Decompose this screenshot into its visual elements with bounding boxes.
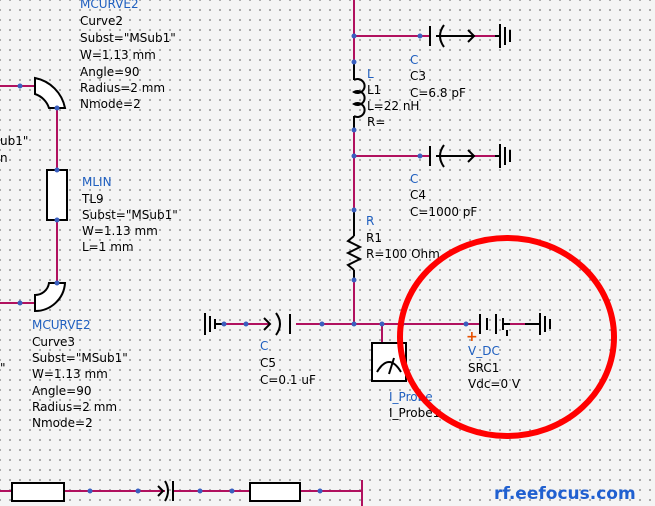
- curve2-width-label: W=1.13 mm: [80, 48, 156, 62]
- r1-value-label: R=100 Ohm: [366, 247, 440, 261]
- pin-markers: [17, 33, 469, 494]
- curve3-name-label: Curve3: [32, 335, 75, 349]
- c4-value-label: C=1000 pF: [410, 205, 477, 219]
- source-plus-sign: +: [466, 329, 478, 345]
- curve2-angle-label: Angle=90: [80, 65, 139, 79]
- left-fragment-top: ub1": [0, 134, 28, 148]
- c5-type-label: C: [260, 339, 268, 353]
- c4-name-label: C4: [410, 188, 426, 202]
- probe-name-label: I_Probe1: [389, 406, 440, 420]
- c3-type-label: C: [410, 53, 418, 67]
- dc-source-src1[interactable]: [479, 314, 510, 334]
- ground-c5: [204, 313, 224, 335]
- capacitor-c3[interactable]: [429, 24, 476, 48]
- highlight-circle: [397, 235, 617, 439]
- curve3-nmode-label: Nmode=2: [32, 416, 93, 430]
- tl9-type-label: MLIN: [82, 175, 112, 189]
- curve2-nmode-label: Nmode=2: [80, 97, 141, 111]
- curve-bend-top[interactable]: [34, 76, 67, 109]
- curve3-radius-label: Radius=2 mm: [32, 400, 117, 414]
- c5-name-label: C5: [260, 356, 276, 370]
- resistor-r1[interactable]: [345, 210, 363, 280]
- l1-resistance-label: R=: [367, 115, 385, 129]
- tl9-name-label: TL9: [81, 192, 104, 206]
- inductor-l1[interactable]: [352, 62, 366, 130]
- microstrip-bottom-1[interactable]: [11, 482, 65, 502]
- left-fragment-low: ": [0, 361, 6, 375]
- curve2-radius-label: Radius=2 mm: [80, 81, 165, 95]
- ground-src1: [506, 313, 551, 336]
- curve2-subst-label: Subst="MSub1": [80, 31, 176, 45]
- l1-name-label: L1: [367, 83, 381, 97]
- microstrip-line-tl9[interactable]: [46, 169, 68, 221]
- curve3-width-label: W=1.13 mm: [32, 367, 108, 381]
- c5-value-label: C=0.1 uF: [260, 373, 316, 387]
- r1-type-label: R: [366, 214, 374, 228]
- curve3-subst-label: Subst="MSub1": [32, 351, 128, 365]
- curve-bend-bottom[interactable]: [34, 282, 67, 313]
- tl9-subst-label: Subst="MSub1": [82, 208, 178, 222]
- ground-c4: [495, 144, 511, 168]
- capacitor-bottom[interactable]: [157, 480, 174, 502]
- ground-c3: [495, 24, 511, 48]
- capacitor-c5[interactable]: [263, 312, 291, 336]
- c4-type-label: C: [410, 172, 418, 186]
- src1-voltage-label: Vdc=0 V: [468, 377, 521, 391]
- src1-name-label: SRC1: [468, 361, 499, 375]
- c3-name-label: C3: [410, 69, 426, 83]
- microstrip-bottom-2[interactable]: [249, 482, 301, 502]
- curve3-type-label: MCURVE2: [32, 318, 91, 332]
- src1-type-label: V_DC: [468, 344, 500, 358]
- curve3-angle-label: Angle=90: [32, 384, 91, 398]
- capacitor-c4[interactable]: [429, 144, 476, 168]
- curve2-type-label: MCURVE2: [80, 0, 139, 11]
- l1-type-label: L: [367, 67, 374, 81]
- c3-value-label: C=6.8 pF: [410, 86, 466, 100]
- watermark-text: rf.eefocus.com: [494, 484, 636, 504]
- r1-name-label: R1: [366, 231, 382, 245]
- curve2-name-label: Curve2: [80, 14, 123, 28]
- tl9-width-label: W=1.13 mm: [82, 224, 158, 238]
- tl9-length-label: L=1 mm: [82, 240, 134, 254]
- left-fragment-mid: n: [0, 151, 8, 165]
- l1-value-label: L=22 nH: [367, 99, 419, 113]
